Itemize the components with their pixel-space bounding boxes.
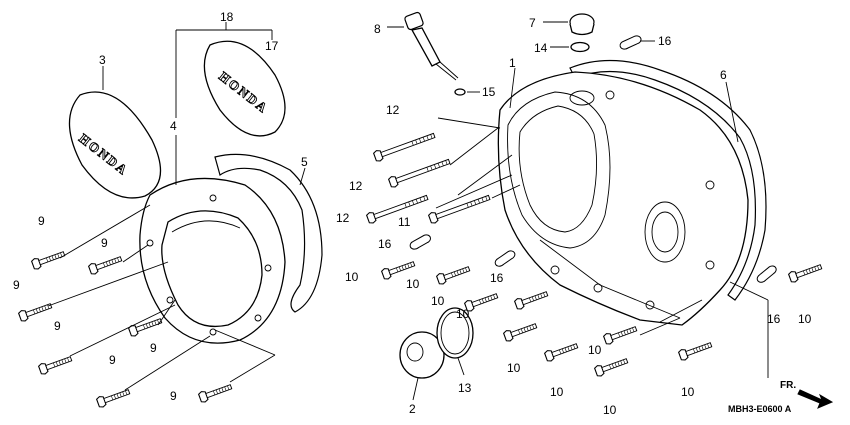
callout-10: 10 <box>603 403 617 417</box>
o-ring-part-15 <box>454 88 466 96</box>
callout-9: 9 <box>38 214 45 228</box>
callout-2: 2 <box>409 402 416 416</box>
callout-labels: 18 17 3 4 5 9 9 9 9 9 9 9 8 7 14 16 15 1… <box>13 10 812 417</box>
callout-10: 10 <box>507 361 521 375</box>
dipstick-part-8 <box>404 11 459 81</box>
bolt-part-10 <box>502 319 539 343</box>
bolt-part-9 <box>37 352 74 376</box>
callout-16: 16 <box>378 237 392 251</box>
callout-12: 12 <box>386 103 400 117</box>
callout-18: 18 <box>220 10 234 24</box>
bolt-part-12 <box>387 155 452 189</box>
callout-10: 10 <box>588 343 602 357</box>
bolt-part-9 <box>17 299 54 323</box>
bolt-part-9 <box>127 314 164 338</box>
arrow-icon <box>797 389 834 409</box>
bolt-part-12 <box>372 129 437 163</box>
bolt-part-10 <box>602 322 639 346</box>
gasket-part-5 <box>214 153 323 313</box>
bolt-part-10 <box>543 339 580 363</box>
callout-9: 9 <box>150 341 157 355</box>
gasket-part-6 <box>569 59 767 301</box>
callout-8: 8 <box>374 22 381 36</box>
callout-10: 10 <box>681 385 695 399</box>
callout-7: 7 <box>529 16 536 30</box>
bolt-part-10 <box>787 260 824 284</box>
callout-10: 10 <box>406 277 420 291</box>
filler-cap-part-7 <box>569 13 595 36</box>
drawing-code: MBH3-E0600 A <box>728 404 792 414</box>
callout-10: 10 <box>798 312 812 326</box>
leader-lines <box>47 21 769 401</box>
callout-16: 16 <box>767 312 781 326</box>
o-ring-part-13 <box>436 307 474 359</box>
bolt-part-9 <box>197 380 234 404</box>
dowel-pin-part-16 <box>618 34 643 51</box>
dowel-pin-part-16 <box>492 248 518 269</box>
callout-6: 6 <box>720 68 727 82</box>
o-ring-part-14 <box>570 41 590 53</box>
cover-plate-part-3: HONDA <box>68 91 162 199</box>
callout-9: 9 <box>101 236 108 250</box>
callout-9: 9 <box>170 389 177 403</box>
callout-3: 3 <box>99 53 106 67</box>
callout-11: 11 <box>398 215 411 229</box>
crankcase-cover-part-1 <box>497 71 749 326</box>
bolt-part-9 <box>87 252 124 276</box>
callout-9: 9 <box>13 278 20 292</box>
dowel-pin-part-16 <box>407 233 433 251</box>
callout-16: 16 <box>658 34 672 48</box>
callout-4: 4 <box>170 119 177 133</box>
callout-10: 10 <box>456 307 470 321</box>
callout-12: 12 <box>349 179 363 193</box>
callout-14: 14 <box>534 41 548 55</box>
callout-12: 12 <box>336 211 350 225</box>
bolt-part-10 <box>435 262 472 286</box>
cover-plate-part-17: HONDA <box>203 40 286 137</box>
bolt-part-9 <box>30 247 67 271</box>
bolt-part-11 <box>427 191 492 225</box>
callout-5: 5 <box>301 155 308 169</box>
callout-10: 10 <box>345 270 359 284</box>
callout-15: 15 <box>482 85 496 99</box>
bolt-part-10 <box>677 338 714 362</box>
seal-part-2 <box>399 331 445 379</box>
callout-13: 13 <box>458 381 472 395</box>
direction-label: FR. <box>780 380 796 391</box>
callout-9: 9 <box>109 353 116 367</box>
callout-16: 16 <box>490 271 504 285</box>
callout-10: 10 <box>550 385 564 399</box>
front-direction-indicator: FR. <box>780 380 834 409</box>
clutch-cover-part-4 <box>139 177 286 344</box>
callout-17: 17 <box>265 39 279 53</box>
callout-1: 1 <box>509 56 516 70</box>
dowel-pin-part-16 <box>754 263 780 285</box>
bolt-part-10 <box>593 354 630 378</box>
bolt-part-10 <box>513 287 550 311</box>
callout-9: 9 <box>54 319 61 333</box>
callout-10: 10 <box>431 294 445 308</box>
